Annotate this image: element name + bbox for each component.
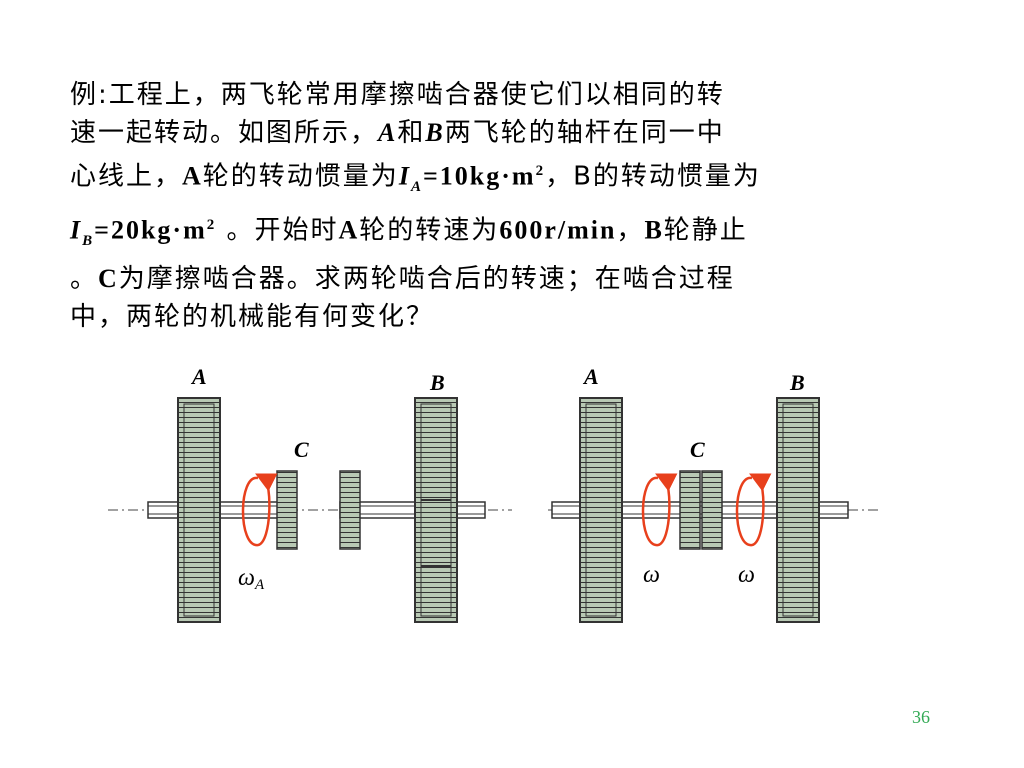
clutch-plate-a-left <box>276 470 298 550</box>
label-a-right: A <box>582 364 599 389</box>
problem-line-5: 。C为摩擦啮合器。求两轮啮合后的转速；在啮合过程 <box>70 263 735 294</box>
label-b-left: B <box>429 370 445 395</box>
wheel-b-left <box>414 397 458 623</box>
problem-line-2: 速一起转动。如图所示，A和B两飞轮的轴杆在同一中 <box>70 118 725 148</box>
omega-a-label: ωA <box>238 565 265 593</box>
rotation-arrow-left-shaft <box>641 473 678 547</box>
clutch-plate-b-right <box>701 470 723 550</box>
wheel-a-left <box>177 397 221 623</box>
label-b-right: B <box>789 370 805 395</box>
page-number: 36 <box>912 707 930 727</box>
rotation-arrow-right-shaft <box>735 473 772 547</box>
label-a-left: A <box>190 364 207 389</box>
problem-line-3: 心线上，A轮的转动惯量为IA=10kg·m2，B的转动惯量为 <box>70 161 761 195</box>
problem-line-1: 例:工程上，两飞轮常用摩擦啮合器使它们以相同的转 <box>70 80 725 110</box>
problem-line-6: 中，两轮的机械能有何变化？ <box>70 301 435 332</box>
problem-statement: 例:工程上，两飞轮常用摩擦啮合器使它们以相同的转 速一起转动。如图所示，A和B两… <box>70 76 900 336</box>
wheel-b-right <box>776 397 820 623</box>
label-c-left: C <box>294 437 309 462</box>
figure-right: A B C ω ω <box>548 364 880 623</box>
figure-left: A B C ωA <box>108 364 512 623</box>
shaft-b-left <box>339 501 486 519</box>
omega-right-label: ω <box>738 562 755 588</box>
rotation-arrow-a <box>241 473 278 547</box>
clutch-plate-a-right <box>679 470 701 550</box>
problem-line-4: IB=20kg·m2 。开始时A轮的转速为600r/min，B轮静止 <box>70 215 748 249</box>
omega-left-label: ω <box>643 562 660 588</box>
clutch-plate-b-left <box>339 470 361 550</box>
wheel-a-right <box>579 397 623 623</box>
label-c-right: C <box>690 437 705 462</box>
